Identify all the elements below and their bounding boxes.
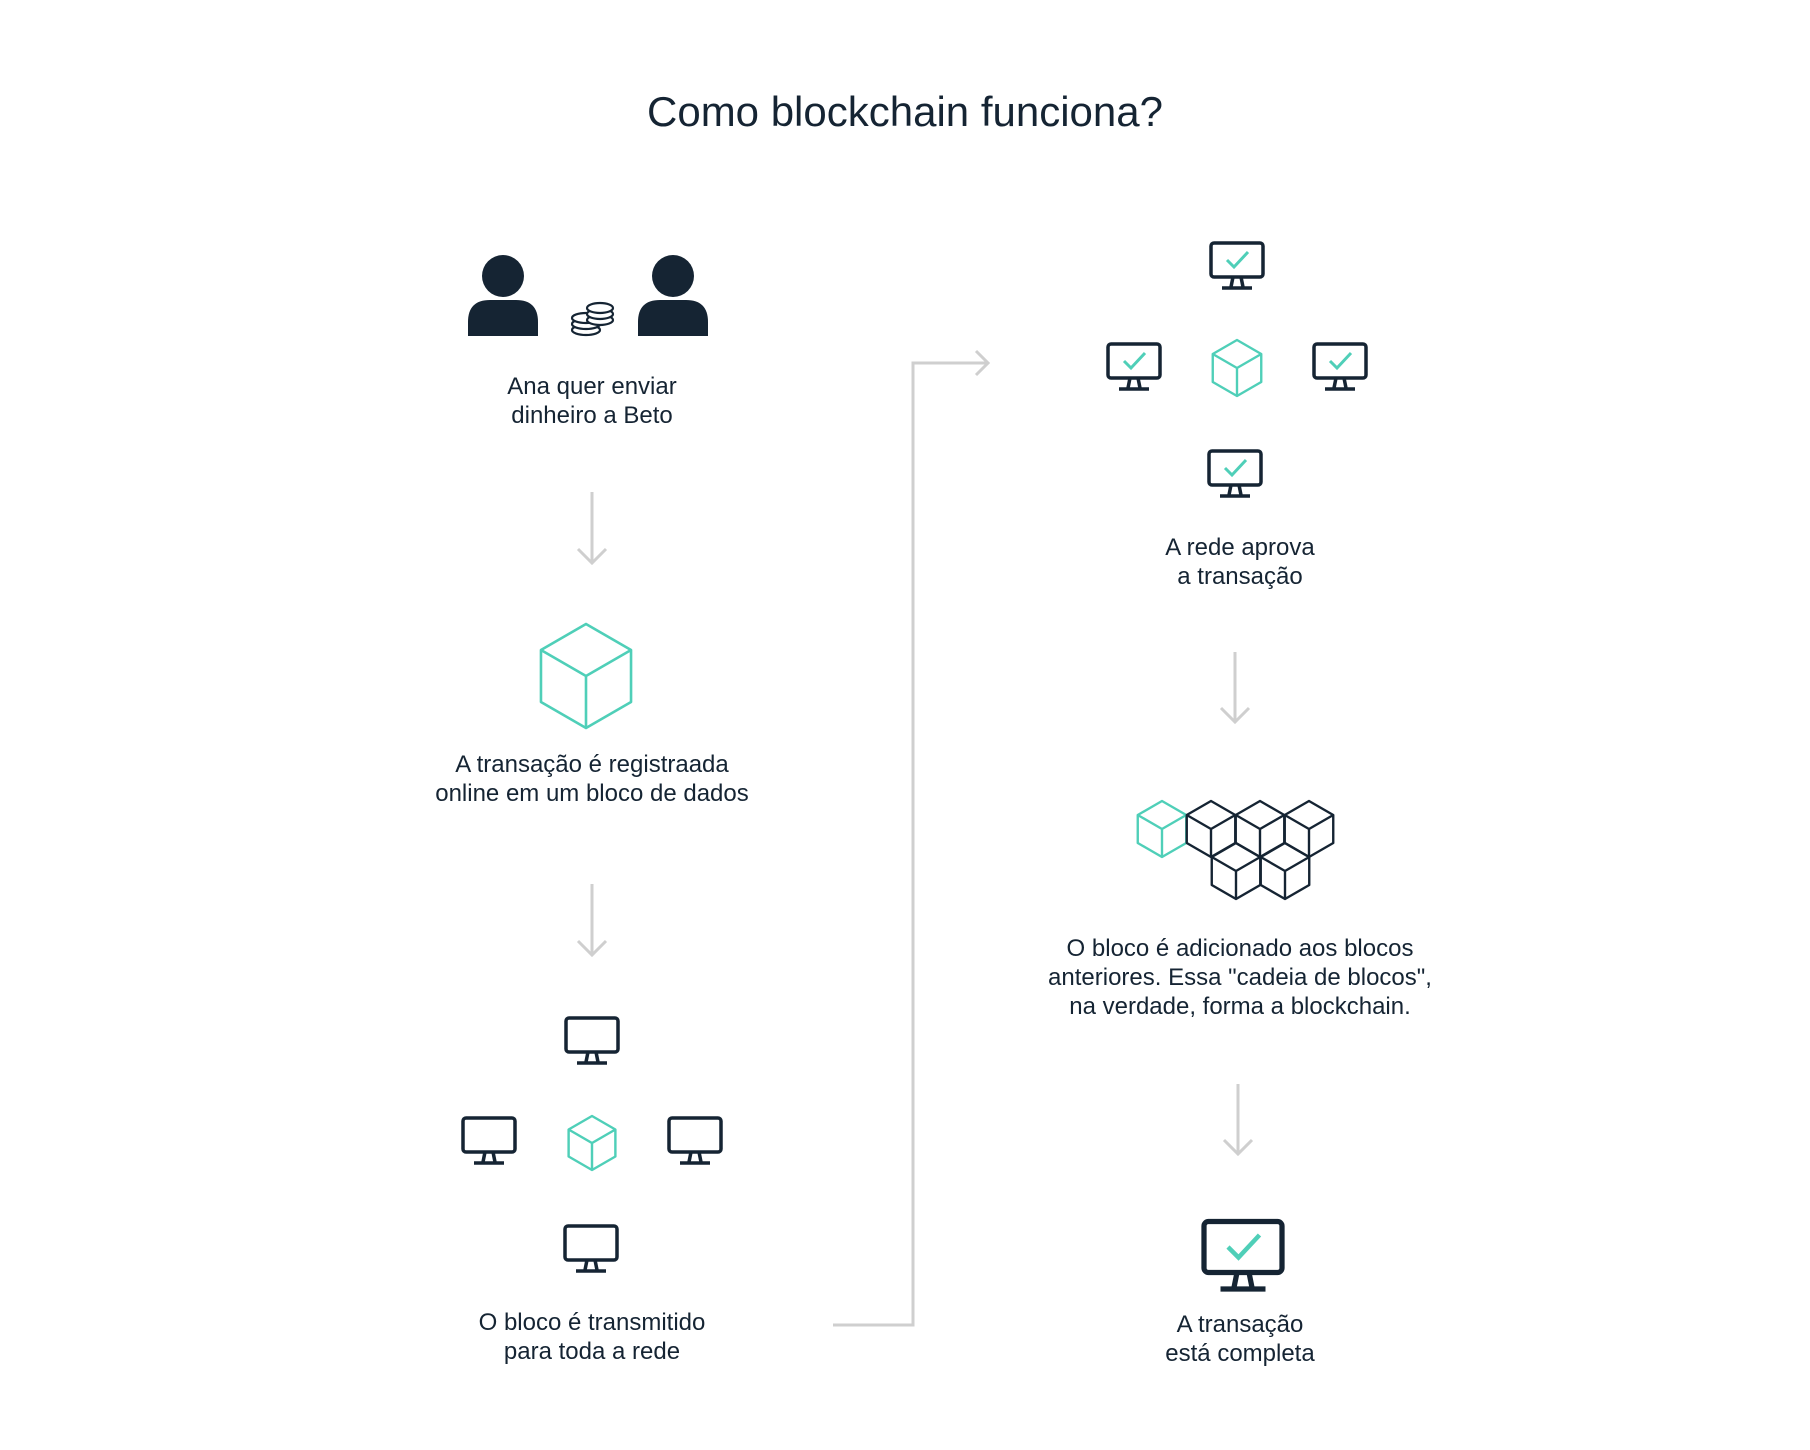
- page-title: Como blockchain funciona?: [647, 88, 1163, 135]
- caption-line: A transação é registraada: [455, 751, 729, 778]
- step-caption: A transação está completa: [1040, 1310, 1440, 1368]
- network-broadcast-icon: [461, 1016, 723, 1273]
- step-caption: O bloco é transmitido para toda a rede: [392, 1308, 792, 1366]
- caption-line: Ana quer enviar: [507, 373, 677, 400]
- cube-icon: [569, 1116, 616, 1170]
- arrow-down-icon: [576, 884, 608, 958]
- caption-line: está completa: [1165, 1340, 1315, 1367]
- caption-line: a transação: [1177, 563, 1303, 590]
- step-caption: A transação é registraada online em um b…: [392, 750, 792, 808]
- cube-icon: [541, 624, 631, 728]
- caption-line: na verdade, forma a blockchain.: [1069, 993, 1411, 1020]
- step-caption: O bloco é adicionado aos blocos anterior…: [1010, 934, 1470, 1021]
- cube-icon: [1213, 340, 1261, 396]
- caption-line: O bloco é adicionado aos blocos: [1066, 935, 1414, 962]
- network-approved-icon: [1108, 243, 1366, 496]
- monitor-check-icon: [1204, 1222, 1282, 1290]
- step-caption: Ana quer enviar dinheiro a Beto: [392, 372, 792, 430]
- monitor-icon: [564, 1016, 620, 1065]
- monitor-check-icon: [1209, 451, 1261, 496]
- caption-line: O bloco é transmitido: [478, 1309, 706, 1336]
- arrow-down-icon: [576, 492, 608, 566]
- caption-line: A rede aprova: [1165, 534, 1315, 561]
- coins-icon: [570, 301, 615, 337]
- caption-line: para toda a rede: [503, 1338, 681, 1365]
- caption-line: anteriores. Essa "cadeia de blocos",: [1048, 964, 1432, 991]
- person-ana-icon: [468, 255, 538, 336]
- monitor-icon: [461, 1116, 517, 1165]
- step-caption: A rede aprova a transação: [1040, 533, 1440, 591]
- arrow-down-icon: [1219, 652, 1251, 725]
- connector-arrow-icon: [833, 349, 991, 1327]
- monitor-icon: [563, 1224, 619, 1273]
- monitor-check-icon: [1211, 243, 1263, 288]
- monitor-check-icon: [1108, 344, 1160, 389]
- monitor-check-icon: [1314, 344, 1366, 389]
- monitor-icon: [667, 1116, 723, 1165]
- people-coins-icon: [468, 255, 708, 337]
- arrow-down-icon: [1222, 1084, 1254, 1157]
- caption-line: online em um bloco de dados: [435, 780, 749, 807]
- person-beto-icon: [638, 255, 708, 336]
- block-chain-icon: [1138, 801, 1333, 899]
- caption-line: A transação: [1176, 1311, 1304, 1338]
- caption-line: dinheiro a Beto: [511, 402, 673, 429]
